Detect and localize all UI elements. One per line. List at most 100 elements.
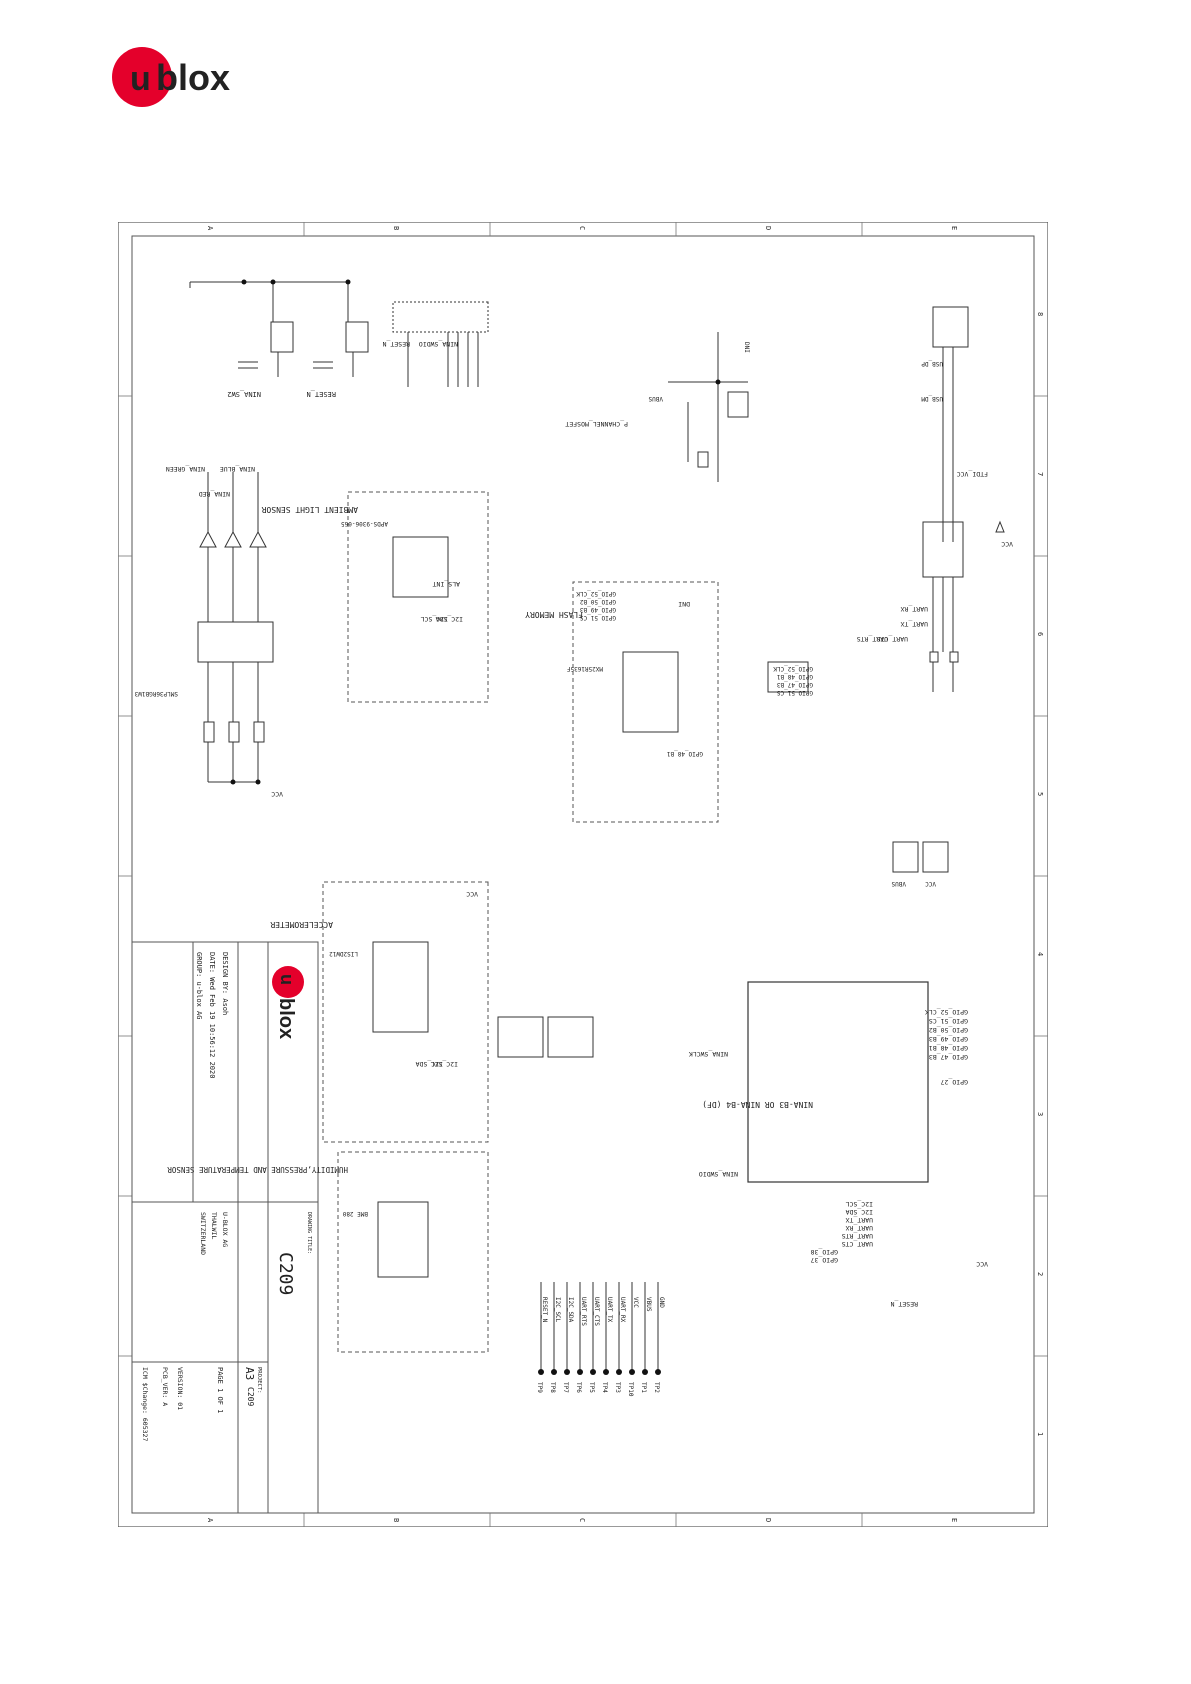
svg-text:GPIO_27: GPIO_27 <box>941 1078 968 1086</box>
svg-text:GPIO_51_CS: GPIO_51_CS <box>776 689 813 696</box>
nina-module-label: NINA-B3 OR NINA-B4 (DF) <box>702 1100 813 1109</box>
net-blue: NINA_BLUE <box>220 465 255 473</box>
tb-project: C209 <box>246 1387 255 1406</box>
svg-text:D: D <box>764 226 772 230</box>
svg-text:4: 4 <box>1036 952 1044 956</box>
header-j3 <box>767 661 809 693</box>
pmos-label: P_CHANNEL_MOSFET <box>565 420 628 428</box>
svg-text:VCC: VCC <box>632 1297 639 1308</box>
svg-text:GPIO_50_B2: GPIO_50_B2 <box>579 598 616 605</box>
svg-text:6: 6 <box>1036 632 1044 636</box>
svg-text:UART_CTS: UART_CTS <box>593 1297 600 1326</box>
tb-group: GROUP: u-blox AG <box>195 952 203 1019</box>
logo-red-circle <box>112 47 172 107</box>
svg-text:TP6: TP6 <box>575 1382 582 1393</box>
svg-text:C: C <box>578 1518 586 1522</box>
svg-text:TP10: TP10 <box>627 1382 634 1397</box>
svg-text:UART_RTS: UART_RTS <box>842 1232 873 1240</box>
svg-text:3: 3 <box>1036 1112 1044 1116</box>
svg-text:2: 2 <box>1036 1272 1044 1276</box>
tb-company-2: THALWIL <box>210 1212 218 1239</box>
ublox-logo: u blox <box>112 47 230 107</box>
net-reset-n-1: RESET_N <box>306 390 336 398</box>
accel-i2c-scl: I2C_SCL <box>431 1060 458 1068</box>
accel-title: ACCELEROMETER <box>270 920 333 929</box>
usb-dm: USB_DM <box>921 395 943 402</box>
net-green: NINA_GREEN <box>166 465 205 473</box>
tb-company-1: U-BLOX AG <box>221 1212 229 1247</box>
test-point-dots <box>538 1369 661 1375</box>
svg-text:I2C_SDA: I2C_SDA <box>567 1297 574 1323</box>
svg-text:GPIO_48_B1: GPIO_48_B1 <box>776 673 813 680</box>
title-block-logo-u: u <box>277 974 297 985</box>
svg-text:7: 7 <box>1036 472 1044 476</box>
svg-text:UART_TX: UART_TX <box>846 1216 873 1224</box>
svg-text:I2C_SCL: I2C_SCL <box>554 1297 561 1323</box>
nina-lower-labels: I2C_SCL I2C_SDA UART_TX UART_RX UART_RTS… <box>811 1200 873 1264</box>
dni-battery: DNI <box>743 342 750 353</box>
logo-wordmark: blox <box>156 57 230 98</box>
title-block-text: DESIGN BY: Asoh DATE: Wed Feb 19 10:56:1… <box>141 952 312 1441</box>
tb-date: DATE: Wed Feb 19 10:56:12 2020 <box>208 952 216 1078</box>
svg-text:I2C_SCL: I2C_SCL <box>846 1200 873 1208</box>
rgb-led-circuit <box>197 472 274 783</box>
svg-text:GPIO_51_CS: GPIO_51_CS <box>579 614 616 621</box>
svg-text:B: B <box>392 226 400 230</box>
svg-text:GPIO_47_B3: GPIO_47_B3 <box>776 681 813 688</box>
svg-text:GPIO_38: GPIO_38 <box>811 1248 838 1256</box>
net-uart-cts: UART_CTS <box>877 635 908 643</box>
nina-resetn: RESET_N <box>891 1300 918 1308</box>
flash-gpio-labels: GPIO_52_CLK GPIO_50_B2 GPIO_49_B3 GPIO_5… <box>576 590 703 757</box>
svg-text:GPIO_52_CLK: GPIO_52_CLK <box>925 1008 968 1016</box>
tb-project-label: PROJECT: <box>256 1367 262 1394</box>
svg-text:D: D <box>764 1518 772 1522</box>
schematic-rotated-group: 8 7 6 5 4 3 2 1 E D C B A E D C B A <box>118 222 1048 1527</box>
header-j4 <box>922 841 949 873</box>
tb-pcb-ver: PCB_VER: A <box>161 1367 169 1406</box>
net-red: NINA_RED <box>199 490 230 498</box>
title-block-logo-circle <box>272 966 304 998</box>
net-resetn-j2: RESET_N <box>383 340 410 348</box>
net-uart-tx: UART_TX <box>901 620 928 628</box>
accel-i2c-sda: I2C_SDA <box>416 1060 443 1068</box>
svg-text:TP3: TP3 <box>614 1382 621 1393</box>
tb-size: A3 <box>243 1367 256 1380</box>
title-block <box>131 941 319 1514</box>
nina-vcc: VCC <box>976 1260 988 1268</box>
svg-text:1: 1 <box>1036 1432 1044 1436</box>
accel-chip <box>372 941 429 1033</box>
humidity-block <box>337 1151 489 1353</box>
svg-text:UART_RTS: UART_RTS <box>580 1297 587 1326</box>
tb-drawing-title-label: DRAWING TITLE: <box>306 1212 312 1254</box>
net-i2c-scl-als: I2C_SCL <box>421 615 448 623</box>
net-nina-sw2: NINA_SW2 <box>227 390 261 398</box>
usb-ftdi-circuit <box>922 306 1005 692</box>
tb-icm: ICM $Change: 605327 <box>141 1367 149 1441</box>
zone-ticks <box>118 222 1048 1527</box>
header-j7 <box>497 1016 544 1058</box>
net-uart-rx: UART_RX <box>901 605 928 613</box>
svg-text:VBUS: VBUS <box>645 1297 652 1312</box>
svg-text:TP5: TP5 <box>588 1382 595 1393</box>
svg-text:GPIO_37: GPIO_37 <box>811 1256 838 1264</box>
power-circuit <box>668 332 749 482</box>
svg-text:TP1: TP1 <box>640 1382 647 1393</box>
tb-page: PAGE 1 OF 1 <box>216 1367 224 1413</box>
nina-swdio: NINA_SWDIO <box>699 1170 738 1178</box>
svg-text:TP4: TP4 <box>601 1382 608 1393</box>
j4-vcc: VCC <box>925 880 936 887</box>
net-als-int: ALS_INT <box>433 580 460 588</box>
accel-vcc: VCC <box>466 890 478 898</box>
j5-vbus: VBUS <box>891 880 906 887</box>
schematic-sheet: 8 7 6 5 4 3 2 1 E D C B A E D C B A <box>118 222 1048 1527</box>
svg-text:5: 5 <box>1036 792 1044 796</box>
svg-text:GPIO_47_B3: GPIO_47_B3 <box>929 1053 968 1061</box>
net-swdio: NINA_SWDIO <box>419 340 458 348</box>
svg-text:GND: GND <box>658 1297 665 1308</box>
flash-part: MX25R1635F <box>566 665 603 672</box>
outer-frame <box>118 222 1048 1527</box>
tb-design-by: DESIGN BY: Asoh <box>221 952 229 1015</box>
svg-text:UART_RX: UART_RX <box>619 1297 626 1323</box>
nina-swclk: NINA_SWCLK <box>689 1050 728 1058</box>
